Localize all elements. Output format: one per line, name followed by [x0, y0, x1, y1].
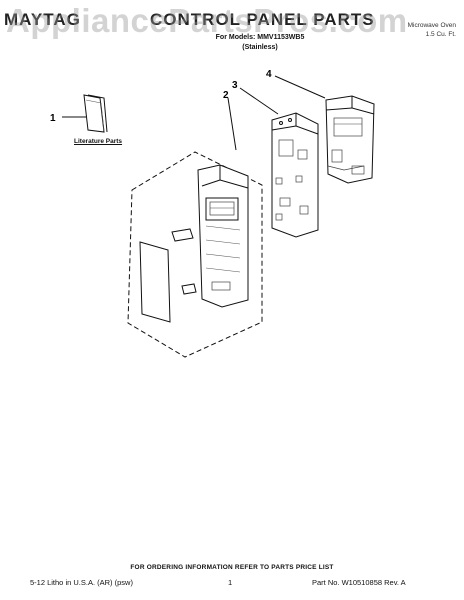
product-capacity: 1.5 Cu. Ft.	[425, 31, 456, 38]
assembly-dashed-outline	[127, 151, 263, 358]
product-description: Microwave Oven	[407, 22, 456, 29]
display-window	[171, 228, 194, 242]
callout-4: 4	[266, 69, 272, 80]
part-number: Part No. W10510858 Rev. A	[312, 578, 406, 587]
page-title: CONTROL PANEL PARTS	[150, 10, 375, 29]
control-panel-frame	[197, 164, 249, 308]
variant-label: (Stainless)	[242, 44, 278, 51]
callout-1: 1	[50, 113, 56, 124]
leader-line-3	[239, 87, 279, 115]
ordering-note: FOR ORDERING INFORMATION REFER TO PARTS …	[130, 564, 334, 571]
leader-line-2	[227, 97, 237, 151]
membrane-switch	[139, 241, 171, 323]
litho-info: 5-12 Litho in U.S.A. (AR) (psw)	[30, 578, 133, 587]
function-label	[181, 283, 197, 295]
model-line: For Models: MMV1153WB5	[215, 34, 305, 41]
literature-booklet	[83, 94, 108, 133]
literature-parts-label: Literature Parts	[74, 138, 123, 145]
page-number: 1	[228, 578, 233, 587]
callout-2: 2	[223, 90, 229, 101]
leader-line-4	[274, 75, 326, 99]
control-board	[271, 112, 319, 238]
watermark: AppliancePartsPros.com	[6, 2, 408, 39]
brand-logo: MAYTAG	[4, 10, 81, 29]
control-bracket	[325, 95, 375, 184]
callout-3: 3	[232, 80, 238, 91]
